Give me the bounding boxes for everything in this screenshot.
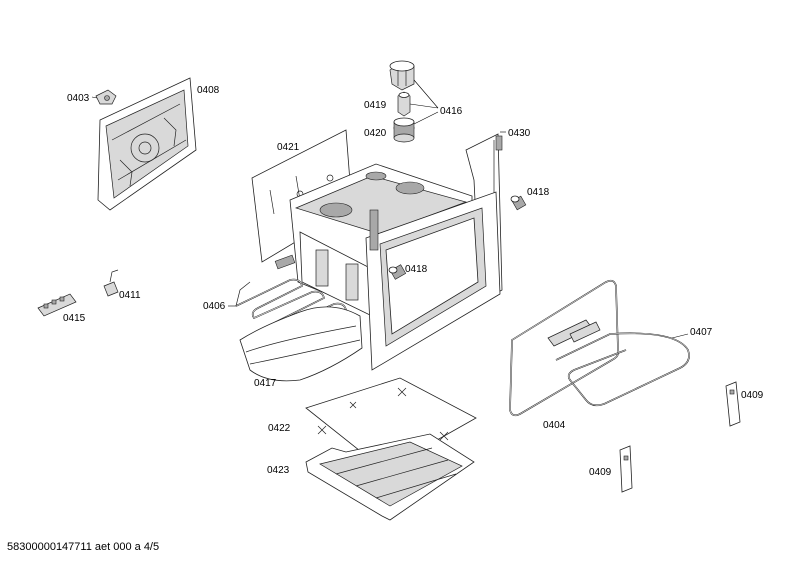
label-0417: 0417 xyxy=(254,378,277,389)
part-oven-body xyxy=(289,133,503,371)
label-0406: 0406 xyxy=(203,301,226,312)
part-connector xyxy=(37,269,119,317)
label-0403: 0403 xyxy=(67,93,90,104)
label-0420: 0420 xyxy=(364,128,387,139)
part-grill-element xyxy=(509,279,690,417)
part-heating-element xyxy=(235,254,347,337)
part-clip xyxy=(91,89,117,105)
label-0407: 0407 xyxy=(690,327,713,338)
part-base-frame xyxy=(305,433,475,521)
label-0415: 0415 xyxy=(63,313,86,324)
part-knob-parts xyxy=(389,60,439,143)
drawing-reference-footer: 58300000147711 aet 000 a 4/5 xyxy=(7,541,160,553)
label-0409-bottom: 0409 xyxy=(589,467,612,478)
part-insulation-mat xyxy=(239,306,363,382)
label-0416: 0416 xyxy=(440,106,463,117)
label-0421: 0421 xyxy=(277,142,300,153)
label-0409-right: 0409 xyxy=(741,390,764,401)
part-back-panel xyxy=(97,77,197,211)
part-bracket xyxy=(619,381,741,493)
label-0422: 0422 xyxy=(268,423,291,434)
label-0404: 0404 xyxy=(543,420,566,431)
label-0408: 0408 xyxy=(197,85,220,96)
label-0418-mid: 0418 xyxy=(405,264,428,275)
label-0411: 0411 xyxy=(119,290,141,301)
label-0423: 0423 xyxy=(267,465,290,476)
part-lamp-holder xyxy=(388,195,527,280)
label-0430: 0430 xyxy=(508,128,531,139)
label-0418-top: 0418 xyxy=(527,187,550,198)
label-0419: 0419 xyxy=(364,100,387,111)
